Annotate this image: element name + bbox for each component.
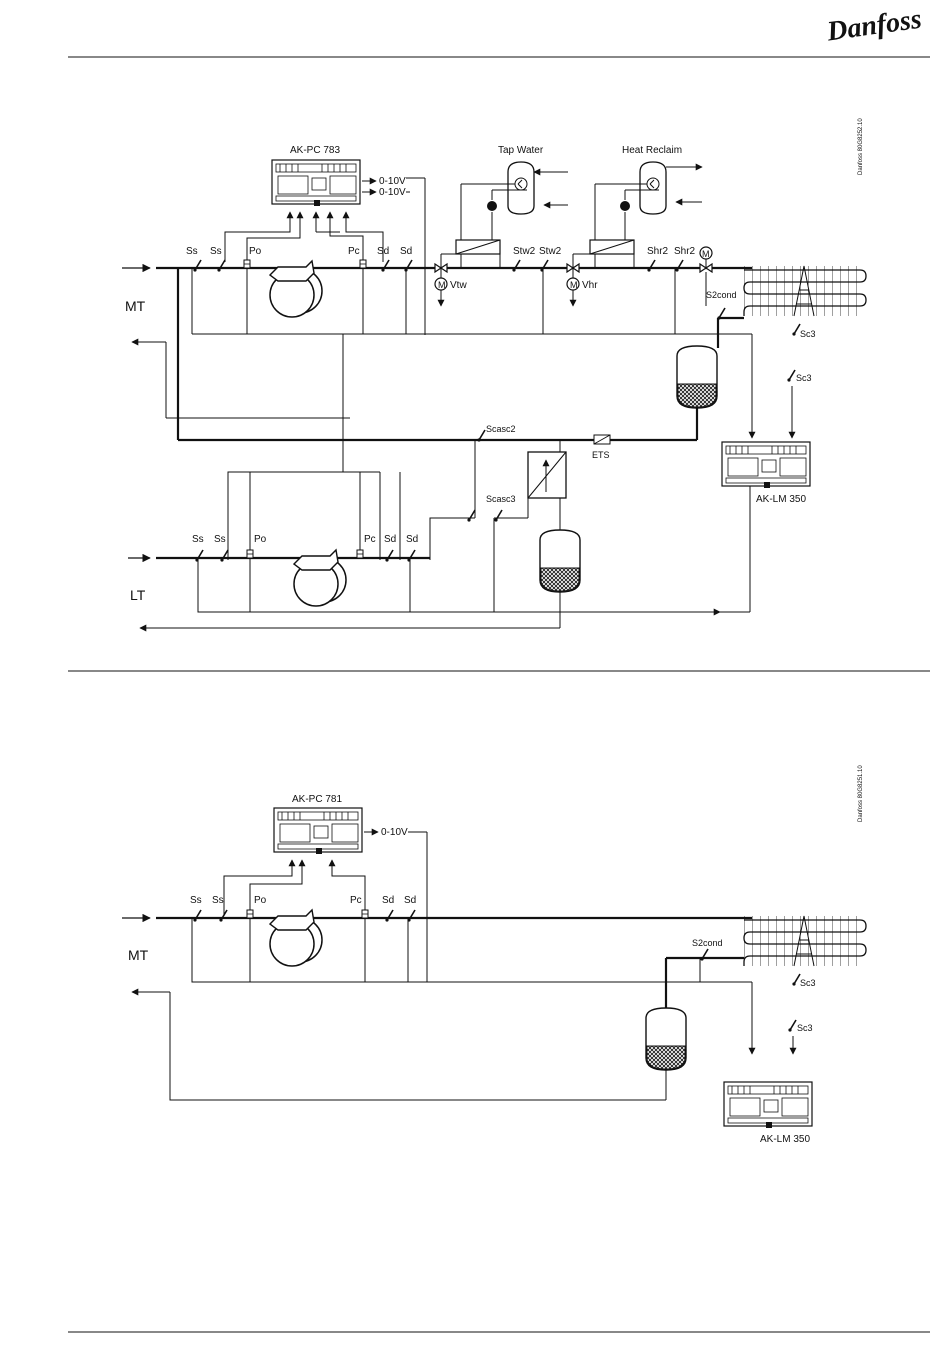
diagram-1-drawing-code: Danfoss 80G8252.10	[858, 118, 864, 175]
vhr-label: Vhr	[582, 280, 598, 291]
mt-receiver-1	[677, 346, 717, 408]
output-label-d2: 0-10V	[381, 827, 408, 838]
sensor-shr2-1: Shr2	[647, 246, 669, 257]
d2-sensor-sd-2: Sd	[404, 895, 416, 906]
ak-lm-350-label-2: AK-LM 350	[760, 1134, 810, 1145]
d2-sensor-pc: Pc	[350, 895, 362, 906]
lt-sensor-ss-1: Ss	[192, 534, 204, 545]
lt-sensor-sd-1: Sd	[384, 534, 396, 545]
lt-sensor-po: Po	[254, 534, 267, 545]
ak-lm-350-controller-2: Sc3 AK-LM 350	[724, 982, 813, 1145]
sensor-stw2-2: Stw2	[539, 246, 562, 257]
diagram-2-drawing-code: Danfoss 80G8251.10	[858, 765, 864, 822]
sensor-ss-2: Ss	[210, 246, 222, 257]
output-label-2: 0-10V	[379, 187, 406, 198]
sensor-shr2-2: Shr2	[674, 246, 696, 257]
sensor-scasc2: Scasc2	[486, 424, 516, 434]
sensor-scasc3: Scasc3	[486, 494, 516, 504]
ak-pc-781-label: AK-PC 781	[292, 794, 342, 805]
heat-reclaim-label: Heat Reclaim	[622, 145, 682, 156]
sensor-s2cond: S2cond	[706, 290, 737, 300]
sensor-sd-1: Sd	[377, 246, 389, 257]
lt-sensor-pc: Pc	[364, 534, 376, 545]
output-label-1: 0-10V	[379, 176, 406, 187]
sensor-po: Po	[249, 246, 262, 257]
mt-condenser-1	[744, 266, 866, 316]
brand-logo: Danfoss	[824, 4, 923, 48]
vtw-motor: M	[438, 280, 446, 290]
ets-label: ETS	[592, 450, 610, 460]
d2-sensor-sc3-2: Sc3	[797, 1023, 813, 1033]
ak-lm-350-controller-1: Sc3 AK-LM 350	[722, 334, 812, 505]
sensor-sc3-2: Sc3	[796, 373, 812, 383]
mt-label-d2: MT	[128, 947, 149, 963]
vhr-motor: M	[570, 280, 578, 290]
sensor-ss-1: Ss	[186, 246, 198, 257]
analog-output-d2: 0-10V	[364, 827, 427, 982]
ak-pc-781-controller: AK-PC 781	[274, 794, 362, 854]
condenser-valve-motor: M	[702, 249, 710, 259]
ak-pc-783-controller: AK-PC 783	[272, 145, 360, 206]
analog-output-2: 0-10V	[362, 187, 410, 198]
d2-sensor-s2cond: S2cond	[692, 938, 723, 948]
diagram-2: Danfoss 80G8251.10 AK-PC 781 0-10V MT	[122, 765, 866, 1145]
lt-label: LT	[130, 587, 146, 603]
mt-receiver-d2	[646, 1008, 686, 1070]
mt-condenser-d2	[744, 916, 866, 966]
ak-lm-350-label-1: AK-LM 350	[756, 494, 806, 505]
valve-vtw: M Vtw	[435, 264, 467, 306]
d2-sensor-sd-1: Sd	[382, 895, 394, 906]
mt-compressor-1	[270, 261, 322, 317]
cascade-section: Scasc2 ETS Scasc3	[343, 334, 610, 522]
analog-output-1: 0-10V	[362, 176, 425, 335]
d2-sensor-po: Po	[254, 895, 267, 906]
lt-receiver	[540, 530, 580, 592]
mt-label: MT	[125, 298, 146, 314]
tap-water-label: Tap Water	[498, 145, 544, 156]
ak-pc-783-label: AK-PC 783	[290, 145, 340, 156]
vtw-label: Vtw	[450, 280, 467, 291]
sensor-pc: Pc	[348, 246, 360, 257]
d2-sensor-sc3-1: Sc3	[800, 978, 816, 988]
d2-sensor-ss-1: Ss	[190, 895, 202, 906]
d2-sensor-ss-2: Ss	[212, 895, 224, 906]
sensor-sd-2: Sd	[400, 246, 412, 257]
sensor-sc3-1: Sc3	[800, 329, 816, 339]
sensor-stw2-1: Stw2	[513, 246, 536, 257]
diagram-1: Danfoss 80G8252.10 AK-PC 783 0-10V 0-10V	[122, 118, 866, 628]
lt-sensor-ss-2: Ss	[214, 534, 226, 545]
valve-vhr: M Vhr	[567, 264, 598, 306]
lt-sensor-sd-2: Sd	[406, 534, 418, 545]
